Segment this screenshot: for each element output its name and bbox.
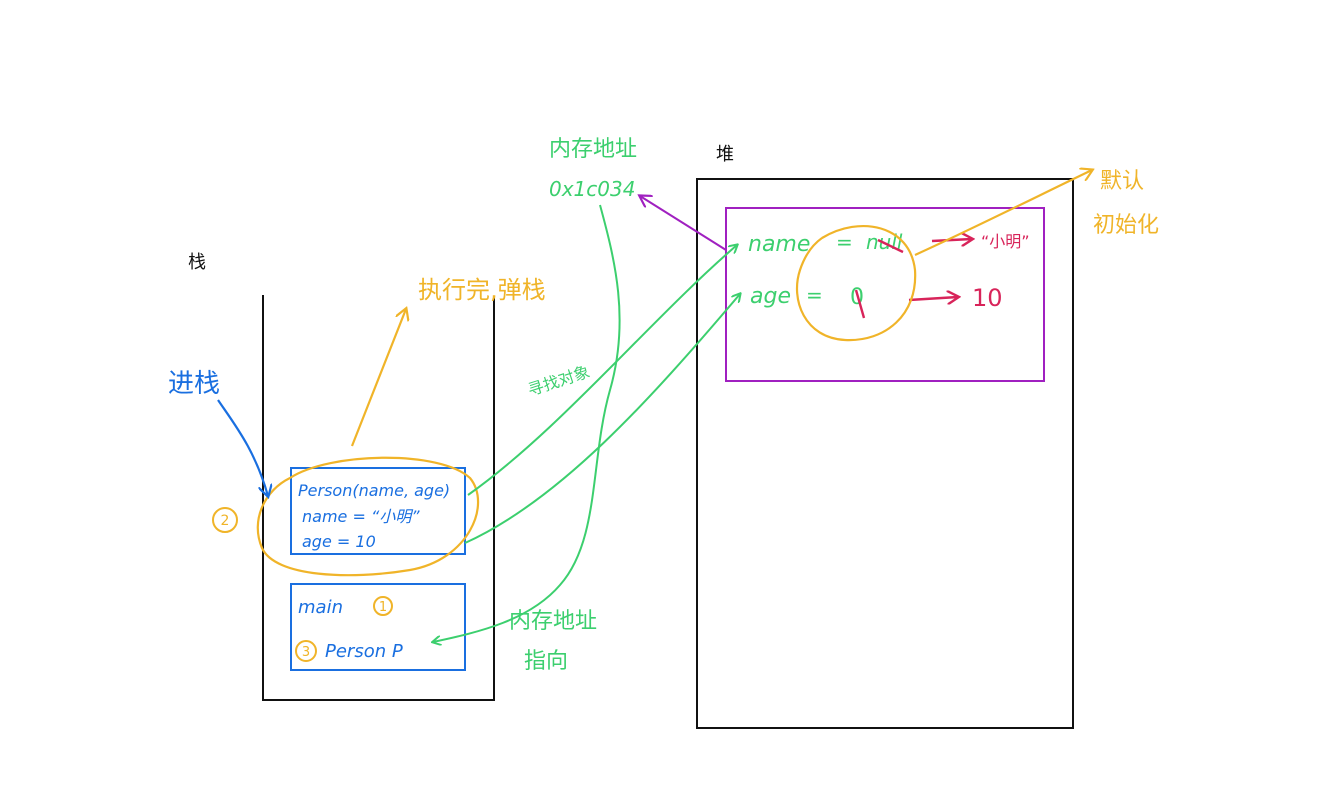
stack-frame-main	[290, 583, 466, 671]
name-default-strike	[877, 238, 904, 254]
default-values-circle	[795, 224, 917, 342]
object-age-field: age	[750, 284, 791, 309]
object-name-field: name	[748, 232, 810, 257]
object-name-new: “小明”	[981, 232, 1030, 251]
heap-object	[725, 207, 1045, 382]
mem-addr-top-label: 内存地址	[549, 137, 637, 162]
age-assign-arrow	[908, 297, 958, 300]
pop-arrow	[350, 309, 406, 447]
step-two-label: 2	[221, 513, 230, 529]
stack-title: 栈	[188, 252, 206, 273]
frame-person-line2: name = “小明”	[302, 507, 420, 526]
stack-frame-person	[290, 467, 466, 555]
person-frame-highlight-loop	[256, 456, 480, 577]
frame-main-line2: Person P	[325, 641, 403, 662]
name-assign-arrow	[931, 239, 972, 241]
object-name-eq: =	[836, 230, 853, 254]
object-age-new: 10	[972, 284, 1003, 312]
step-three-circle	[295, 640, 317, 662]
frame-person-line1: Person(name, age)	[298, 481, 450, 500]
find-object-arrow-name	[467, 245, 737, 496]
frame-main-line1: main	[298, 597, 343, 618]
step-two-circle	[212, 507, 238, 533]
heap-container	[696, 178, 1074, 729]
mem-addr-bottom-label-2: 指向	[524, 649, 568, 674]
pop-label: 执行完,弹栈	[418, 276, 546, 304]
heap-title: 堆	[716, 144, 734, 165]
push-label: 进栈	[168, 369, 220, 399]
mem-addr-bottom-label-1: 内存地址	[509, 609, 597, 634]
frame-person-line3: age = 10	[302, 532, 376, 551]
default-init-arrow	[914, 170, 1092, 257]
find-object-label: 寻找对象	[525, 362, 592, 400]
address-to-reference-curve	[433, 204, 621, 642]
default-init-label-2: 初始化	[1093, 213, 1159, 238]
object-age-eq: =	[806, 283, 823, 307]
object-address-arrow	[640, 196, 727, 251]
step-three-label: 3	[302, 645, 310, 660]
push-arrow	[217, 399, 268, 496]
step-one-label: 1	[379, 600, 387, 615]
find-object-arrow-age	[464, 294, 740, 544]
step-one-circle	[373, 596, 393, 616]
default-init-label-1: 默认	[1100, 169, 1144, 194]
age-default-strike	[854, 289, 866, 319]
mem-addr-value: 0x1c034	[549, 177, 635, 201]
